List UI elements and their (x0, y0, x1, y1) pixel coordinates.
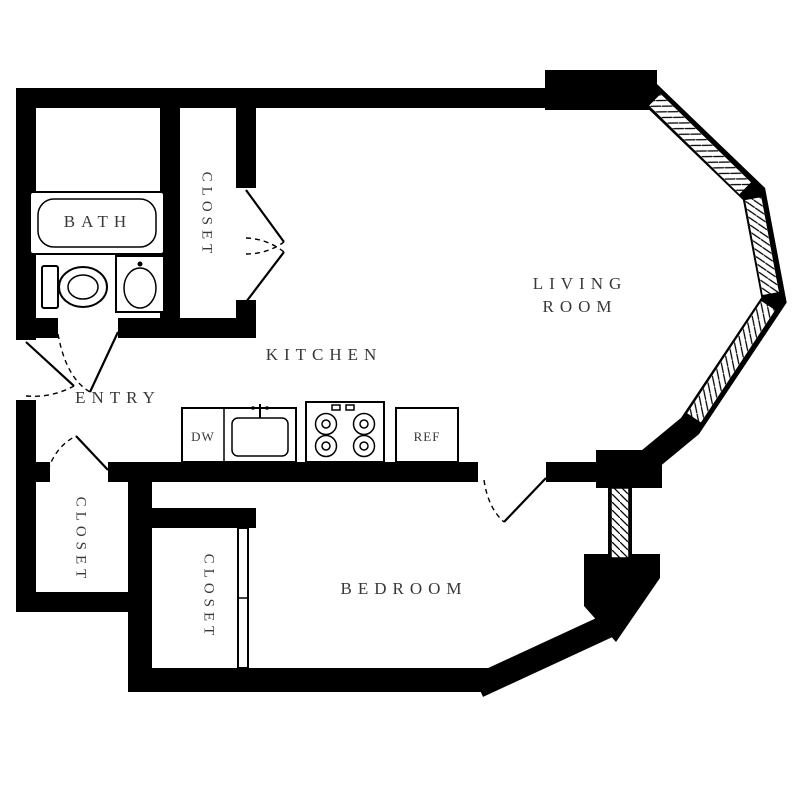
closet-bath-label: CLOSET (199, 172, 215, 259)
bath-door-swing (57, 333, 91, 393)
wall-bedroom-diagonal (472, 613, 618, 697)
bathtub (29, 191, 165, 255)
stove (305, 401, 385, 463)
bedroom-label: BEDROOM (340, 579, 467, 598)
dishwasher-sink-unit (181, 404, 297, 463)
closet-entry-door-swing (47, 435, 77, 471)
wall-top-right-bold (545, 70, 657, 110)
closet-entry-door-leaf (75, 435, 109, 471)
bedroom-door-leaf (503, 477, 547, 523)
bath-label: BATH (64, 212, 132, 231)
wall-bedroom-top-left (128, 462, 478, 482)
closet-bedroom-sliding-door (237, 527, 249, 669)
bedroom-window (610, 487, 630, 559)
bath-sink (115, 255, 165, 313)
refrigerator-label: REF (414, 429, 441, 444)
living-room-label-line1: LIVING (533, 274, 628, 293)
kitchen-label: KITCHEN (266, 345, 383, 364)
wall-bedroom-left-bar (128, 462, 152, 692)
burner-icons (314, 412, 376, 458)
closet-entry-label: CLOSET (73, 497, 89, 584)
entry-door-leaf (25, 341, 75, 387)
bedroom-door-swing (483, 479, 505, 523)
wall-bath-bottom-right (118, 318, 256, 338)
closet-bedroom-label: CLOSET (201, 554, 217, 641)
closet-bath-door-leaf-bottom (245, 251, 285, 303)
bay-window-upper (646, 91, 754, 197)
wall-closet-bath-right-upper (236, 108, 256, 188)
kitchen-counter (181, 401, 459, 463)
walls (16, 70, 662, 692)
refrigerator (395, 407, 459, 463)
door-swings (25, 237, 505, 523)
wall-top (16, 88, 560, 108)
closet-bath-door-leaf-top (245, 189, 285, 243)
wall-bath-bottom-left (16, 318, 58, 338)
living-room-label-line2: ROOM (542, 297, 617, 316)
wall-closet-entry-top-right (108, 462, 132, 482)
wall-closet-entry-bottom (16, 592, 132, 612)
toilet (41, 265, 108, 309)
closet-bath-door-swing-bottom (245, 237, 285, 253)
wall-bottom (128, 668, 492, 692)
wall-left-upper (16, 88, 36, 340)
entry-label: ENTRY (75, 388, 161, 407)
bath-door-leaf (89, 331, 119, 393)
wall-closet-bedroom-top (152, 508, 256, 528)
dishwasher-label: DW (191, 429, 215, 444)
closet-bath-door-swing-top (245, 241, 285, 255)
wall-left-lower (16, 400, 36, 612)
entry-door-swing (25, 385, 75, 397)
bay-window-lower (685, 298, 778, 425)
door-leaves (25, 189, 547, 523)
bay-window-right (743, 195, 781, 297)
wall-closet-entry-top-left (16, 462, 50, 482)
